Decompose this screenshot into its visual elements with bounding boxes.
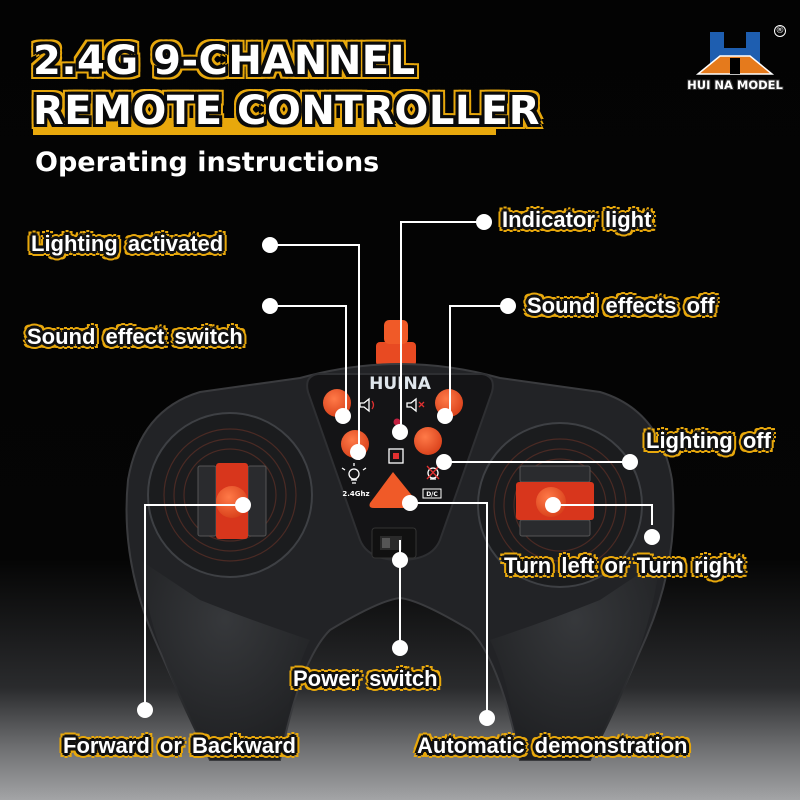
demo-badge: D/C <box>426 491 438 498</box>
antenna-knob <box>376 320 416 366</box>
label-sound-effect-switch: Sound effect switch <box>27 324 243 349</box>
label-power-switch: Power switch <box>293 666 438 691</box>
logo-text: HUI NA MODEL <box>687 78 783 92</box>
speaker-mute-icon <box>406 397 425 413</box>
demo-badge-box <box>422 488 442 499</box>
left-joystick[interactable] <box>147 412 313 578</box>
power-switch[interactable] <box>371 527 417 559</box>
label-lighting-activated: Lighting activated <box>31 231 224 256</box>
title-line-2: REMOTE CONTROLLER <box>33 88 540 134</box>
chip-core-icon <box>393 453 399 459</box>
chip-icon <box>388 448 404 464</box>
label-lighting-off: Lighting off <box>646 428 771 453</box>
brand-logo: ® HUI NA MODEL <box>680 25 790 98</box>
label-turn-left-right: Turn left or Turn right <box>504 553 743 578</box>
lighting-off-button[interactable] <box>414 427 442 455</box>
subtitle: Operating instructions <box>35 147 380 178</box>
label-forward-backward: Forward or Backward <box>63 733 296 758</box>
registered-mark: ® <box>774 25 786 37</box>
title-line-1: 2.4G 9-CHANNEL <box>33 38 416 84</box>
label-sound-effects-off: Sound effects off <box>527 293 715 318</box>
label-indicator-light: Indicator light <box>502 207 652 232</box>
callout-dots <box>137 214 660 726</box>
logo-mark-icon <box>695 32 775 75</box>
right-grip <box>490 560 660 760</box>
title-underline-bar <box>33 118 496 135</box>
bulb-off-icon <box>426 465 440 480</box>
frequency-label: 2.4Ghz <box>342 490 369 498</box>
left-grip <box>140 560 310 760</box>
label-automatic-demonstration: Automatic demonstration <box>417 733 688 758</box>
bulb-on-icon <box>341 463 367 484</box>
indicator-led <box>393 418 401 426</box>
